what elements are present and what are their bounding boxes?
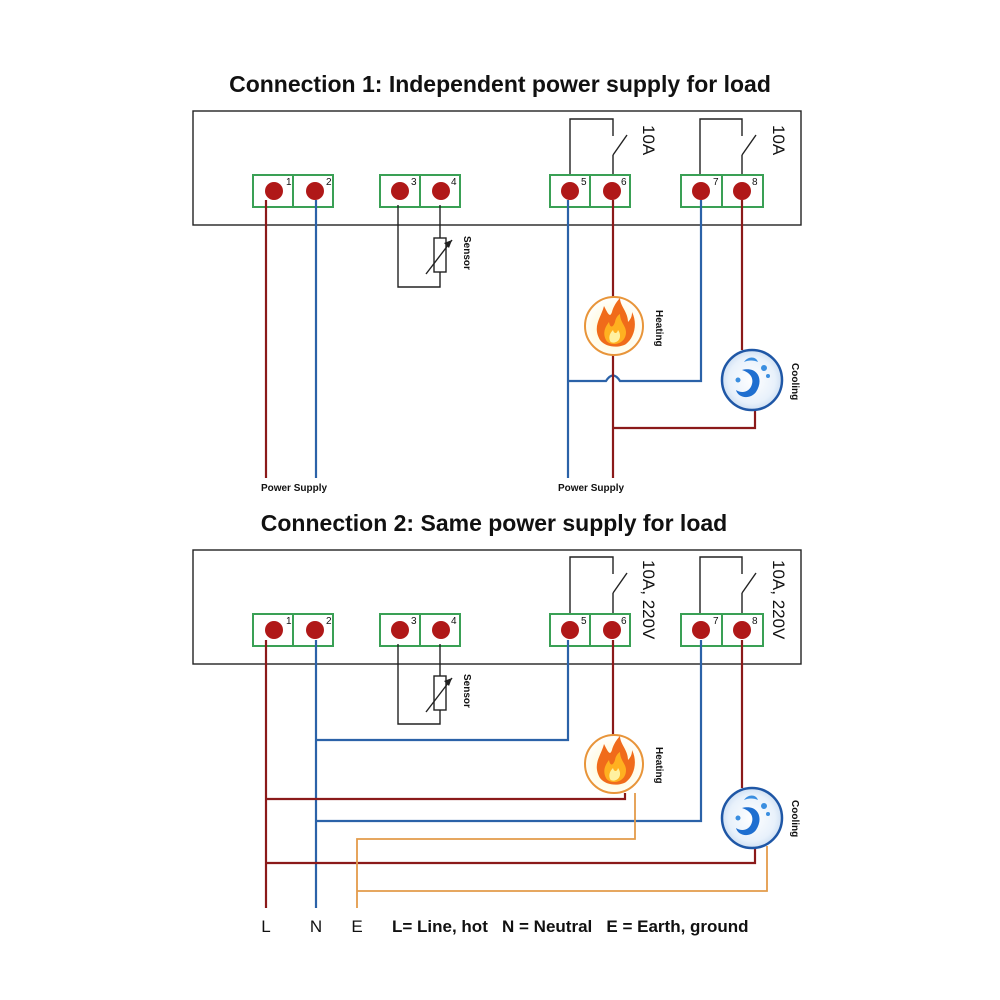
cooling-return-wire-1	[613, 410, 757, 430]
bus-label-line: L	[261, 917, 270, 936]
terminal-block-5-6	[549, 174, 631, 208]
sensor-1-label: Sensor	[461, 236, 472, 270]
line-to-cooling-wire	[266, 848, 757, 865]
terminal-2-number-b: 2	[326, 616, 332, 627]
terminal-6-number: 6	[621, 177, 627, 188]
cooling-label-1: Cooling	[789, 363, 800, 400]
terminal-5-number: 5	[581, 177, 587, 188]
heating-label-2: Heating	[653, 747, 664, 784]
cooling-water-icon	[720, 348, 784, 412]
terminal-block-7-8	[680, 174, 764, 208]
terminal-1-screw	[265, 182, 283, 200]
terminal-block-3-4	[379, 174, 461, 208]
relay-1-switch	[569, 118, 628, 177]
terminal-2-screw	[306, 182, 324, 200]
terminal-block-5-6-b	[549, 613, 631, 647]
terminal-block-7-8-b	[680, 613, 764, 647]
terminal-3-number: 3	[411, 177, 417, 188]
terminal-1-number: 1	[286, 177, 292, 188]
cooling-label-2: Cooling	[789, 800, 800, 837]
terminal-7-number: 7	[713, 177, 719, 188]
line-to-heating-wire	[266, 793, 627, 801]
neutral-crossover-wire-1	[568, 200, 703, 383]
terminal-3-number-b: 3	[411, 616, 417, 627]
earth-to-cooling-wire	[357, 846, 768, 892]
sensor-1	[397, 205, 453, 288]
bus-label-earth: E	[351, 917, 362, 936]
connection1-title: Connection 1: Independent power supply f…	[229, 71, 771, 97]
heating-fire-icon-2	[584, 734, 644, 794]
relay-2-rating: 10A	[769, 125, 788, 156]
relay-4-switch	[699, 556, 757, 615]
terminal-1-number-b: 1	[286, 616, 292, 627]
terminal-4-number: 4	[451, 177, 457, 188]
terminal-6-number-b: 6	[621, 616, 627, 627]
neutral-to-cooling-wire	[316, 640, 703, 823]
heating-label-1: Heating	[653, 310, 664, 347]
sensor-2-label: Sensor	[461, 674, 472, 708]
relay-3-switch	[569, 556, 628, 615]
terminal-2-number: 2	[326, 177, 332, 188]
relay-1-rating: 10A	[639, 125, 658, 156]
connection2-title: Connection 2: Same power supply for load	[261, 510, 727, 536]
power-supply-label-2: Power Supply	[558, 483, 625, 494]
relay-3-rating: 10A, 220V	[639, 560, 658, 640]
terminal-block-3-4-b	[379, 613, 461, 647]
neutral-to-heating-wire	[316, 640, 570, 742]
relay-4-rating: 10A, 220V	[769, 560, 788, 640]
relay-2-switch	[699, 118, 757, 177]
wire-legend: L= Line, hot N = Neutral E = Earth, grou…	[392, 917, 749, 936]
cooling-water-icon-2	[720, 786, 784, 850]
heating-fire-icon	[584, 296, 644, 356]
earth-to-heating-wire	[356, 793, 636, 908]
terminal-8-number: 8	[752, 177, 758, 188]
terminal-8-number-b: 8	[752, 616, 758, 627]
bus-label-neutral: N	[310, 917, 322, 936]
sensor-2	[397, 644, 453, 725]
power-supply-label-1: Power Supply	[261, 483, 328, 494]
terminal-7-number-b: 7	[713, 616, 719, 627]
terminal-5-number-b: 5	[581, 616, 587, 627]
terminal-4-number-b: 4	[451, 616, 457, 627]
